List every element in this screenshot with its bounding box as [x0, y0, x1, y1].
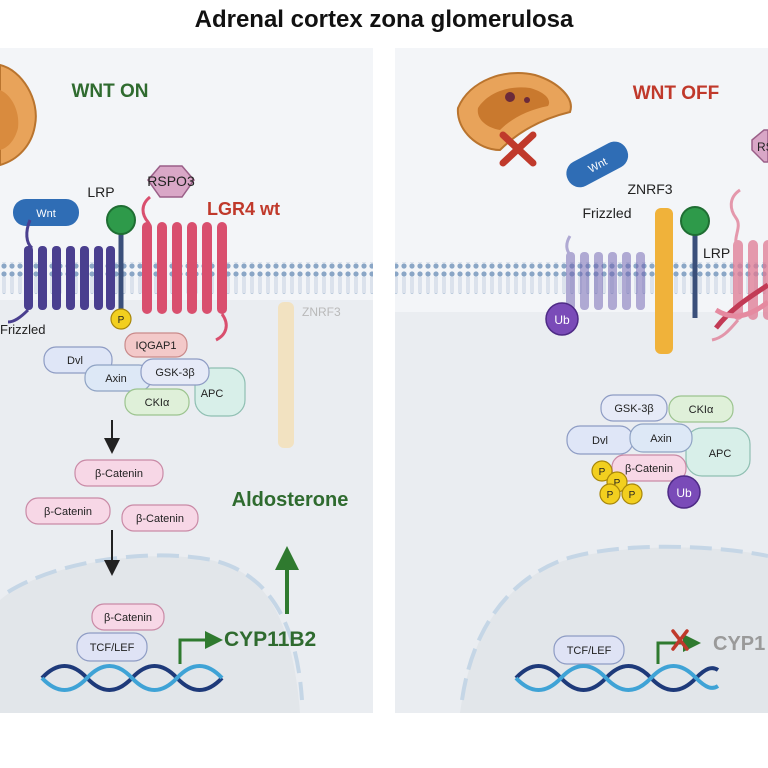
gsk3b-label-right: GSK-3β [614, 403, 653, 415]
ub-label-2: Ub [676, 486, 692, 500]
lrp-phospho-label: P [118, 315, 125, 326]
beta-catenin-label-3: β-Catenin [136, 513, 184, 525]
beta-catenin-label-2: β-Catenin [44, 506, 92, 518]
lrp-head [106, 205, 136, 235]
left-nuclear-envelope [6, 553, 304, 701]
wnt-ligand [13, 199, 79, 226]
cyp11b2-label: CYP11B2 [224, 628, 316, 651]
lrp-phospho [110, 308, 132, 330]
dna-strand-dark-right [514, 664, 720, 692]
beta-catenin-label-right: β-Catenin [625, 463, 673, 475]
phospho-4 [621, 483, 643, 505]
phospho-3 [599, 483, 621, 505]
frizzled-label: Frizzled [0, 322, 46, 337]
lrp-label: LRP [87, 184, 114, 200]
ck1a-label: CKIα [145, 397, 170, 409]
gsk3b-protein [140, 358, 210, 386]
phospho-1 [591, 460, 613, 482]
znrf3-faded-label: ZNRF3 [302, 305, 341, 319]
tcf-lef-protein [76, 632, 148, 662]
znrf3-protein [655, 208, 673, 354]
apc-label: APC [201, 388, 224, 400]
lgr4-mutant-receptor [711, 188, 768, 342]
lgr4-label: LGR4 wt [207, 199, 280, 219]
nuclear-beta-catenin-label: β-Catenin [104, 612, 152, 624]
axin-protein-right [629, 423, 693, 453]
phospho-label-3: P [607, 490, 614, 501]
beta-catenin-label-1: β-Catenin [95, 468, 143, 480]
wnt-on-label: WNT ON [71, 81, 148, 102]
left-panel: WNT ON Wnt Frizzled LRP RSPO3 [0, 48, 373, 713]
ck1a-protein [124, 388, 190, 416]
ubiquitin-beta-catenin [667, 475, 701, 509]
wnt-label: Wnt [36, 208, 56, 220]
lrp-head-right [680, 206, 710, 236]
rspo-partial [751, 129, 768, 163]
axin-label-right: Axin [650, 433, 671, 445]
right-panel: WNT OFF RS Wnt ZNRF3 Frizzled Ub [395, 48, 768, 713]
rspo3-ligand [147, 165, 195, 198]
dvl-label: Dvl [67, 355, 83, 367]
gsk3b-protein-right [600, 394, 668, 422]
transcription-arrow [178, 631, 223, 664]
left-nucleus [0, 556, 300, 713]
dna-strand-light [40, 664, 224, 692]
apc-label-right: APC [709, 448, 732, 460]
rspo-partial-label: RS [757, 140, 768, 154]
znrf3-faded [278, 302, 294, 448]
phospho-label-4: P [629, 490, 636, 501]
gsk3b-label: GSK-3β [155, 367, 194, 379]
cyp-partial-label: CYP1 [713, 633, 765, 655]
lrp-label-right: LRP [703, 245, 730, 261]
axin-label: Axin [105, 373, 126, 385]
left-membrane [0, 262, 373, 294]
wnt-ligand-right: Wnt [566, 141, 629, 188]
tcf-lef-label-right: TCF/LEF [567, 645, 612, 657]
frizzled-receptor [7, 219, 115, 324]
frizzled-label-right: Frizzled [582, 205, 631, 221]
dna-strand-light-right [514, 664, 720, 692]
tcf-lef-protein-right [553, 635, 625, 665]
iqgap1-protein [124, 332, 188, 358]
tcf-lef-label: TCF/LEF [90, 642, 135, 654]
rspo3-label: RSPO3 [147, 173, 195, 189]
phospho-label-1: P [599, 467, 606, 478]
ck1a-protein-right [668, 395, 734, 423]
apc-protein-right [685, 427, 751, 477]
adrenal-gland-inner [0, 90, 19, 150]
ck1a-label-right: CKIα [689, 404, 714, 416]
wnt-off-label: WNT OFF [633, 83, 720, 104]
aldosterone-label: Aldosterone [232, 489, 349, 511]
beta-catenin-2 [25, 497, 111, 525]
beta-catenin-1 [74, 459, 164, 487]
lgr4-receptor [141, 195, 228, 342]
znrf3-label: ZNRF3 [627, 181, 672, 197]
diagram-title: Adrenal cortex zona glomerulosa [194, 6, 574, 33]
phospho-label-2: P [614, 478, 621, 489]
dvl-label-right: Dvl [592, 435, 608, 447]
nuclear-beta-catenin [91, 603, 165, 631]
iqgap1-label: IQGAP1 [136, 340, 177, 352]
ubiquitin-frizzled [545, 302, 579, 336]
ub-label-1: Ub [554, 313, 570, 327]
beta-catenin-3 [121, 504, 199, 532]
mutation-dna-icon [714, 282, 768, 330]
adrenal-gland-inner-right [477, 87, 550, 130]
frizzled-receptor-right [565, 235, 645, 310]
